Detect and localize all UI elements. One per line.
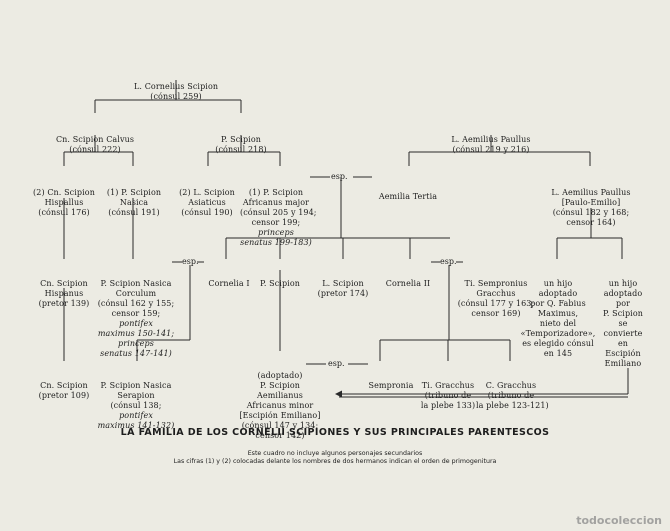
caption-note-1: Este cuadro no incluye algunos personaje… [247, 450, 423, 457]
node-l-cornelius: L. Cornelius Scipion(cónsul 259) [134, 82, 219, 101]
node-l-aemilius-paullus-219: L. Aemilius Paullus(cónsul 219 y 216) [451, 135, 531, 154]
node-p-scipion: P. Scipion [259, 279, 300, 288]
node-cn-scipion-109: Cn. Scipion(pretor 109) [38, 381, 90, 400]
marriage-label-corculum: esp. [182, 257, 199, 266]
node-cn-scipion-calvus: Cn. Scipion Calvus(cónsul 222) [55, 135, 135, 154]
marriage-label-africanus: esp. [331, 172, 348, 181]
marriage-label-cornelia-ii: esp. [440, 257, 457, 266]
caption-title: LA FAMILIA DE LOS CORNELII SCIPIONES Y S… [120, 427, 550, 438]
node-cornelia-i: Cornelia I [208, 279, 250, 288]
node-p-scipion-218: P. Scipion(cónsul 218) [215, 135, 267, 154]
marriage-label-aemilianus: esp. [328, 359, 345, 368]
node-cornelia-ii: Cornelia II [385, 279, 431, 288]
node-l-aemilius-paullus-macedonicus: L. Aemilius Paullus[Paulo-Emilio](cónsul… [551, 188, 631, 227]
caption-note-2: Las cifras (1) y (2) colocadas delante l… [173, 458, 497, 465]
node-sempronia: Sempronia [368, 381, 414, 390]
node-aemilia-tertia: Aemilia Tertia [378, 192, 438, 201]
node-l-scipion-174: L. Scipion(pretor 174) [317, 279, 369, 298]
watermark: todocoleccion [576, 514, 662, 527]
